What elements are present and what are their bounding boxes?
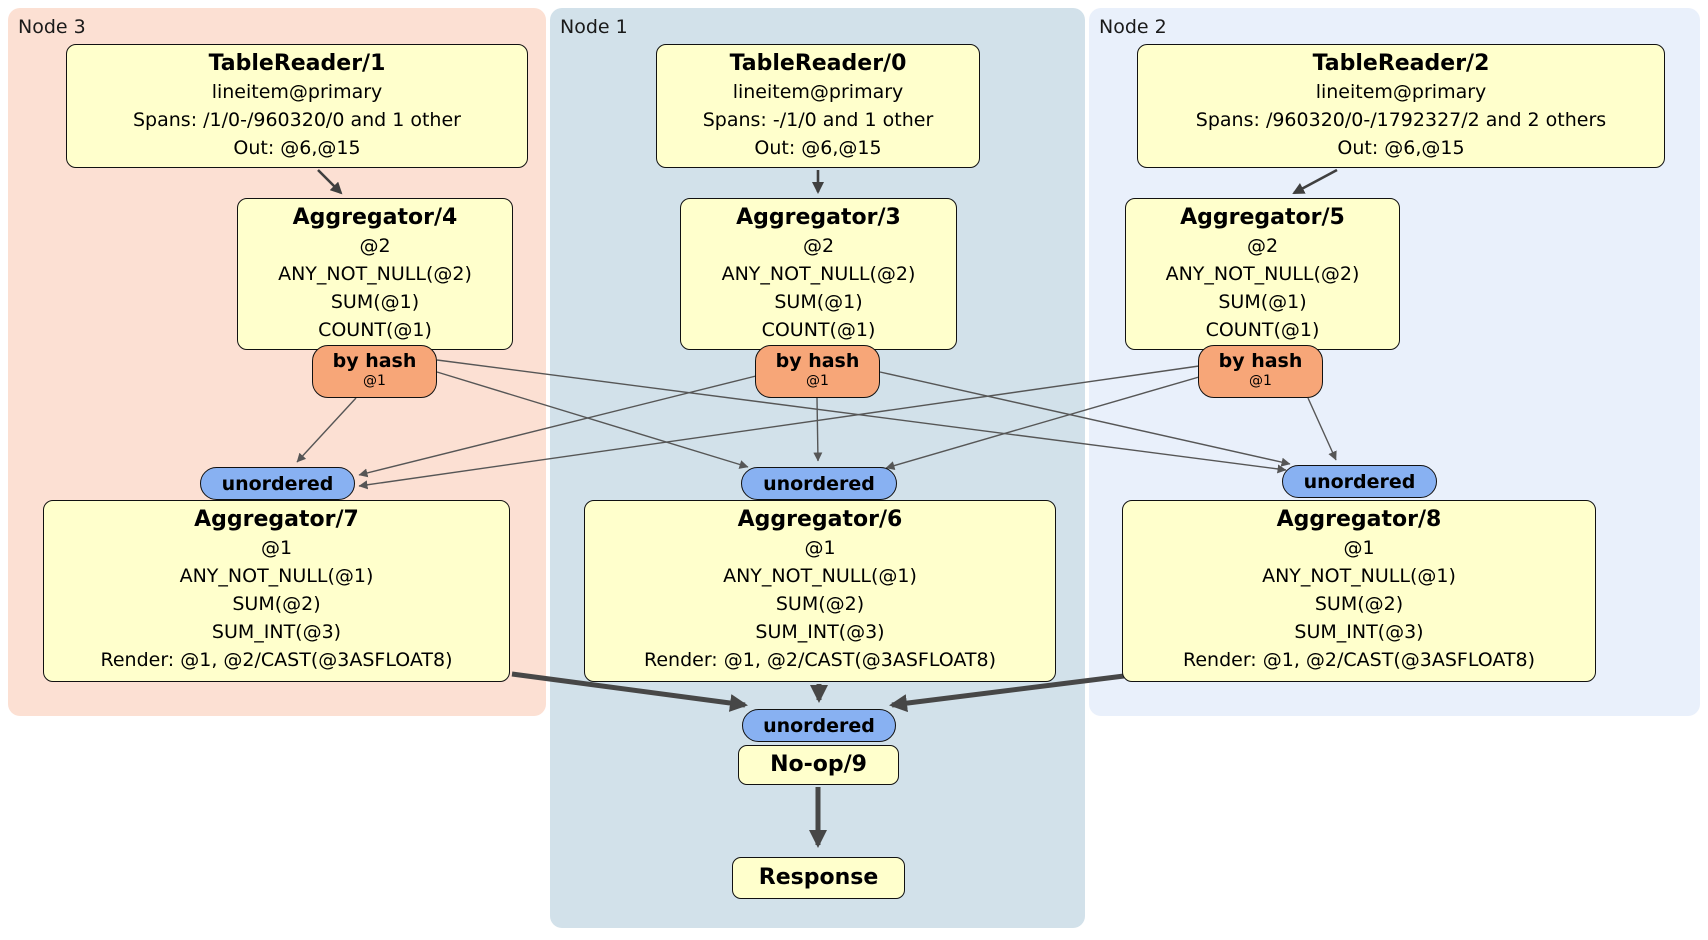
processor-detail: ANY_NOT_NULL(@1) bbox=[1262, 565, 1456, 587]
processor-detail: SUM(@2) bbox=[1314, 593, 1404, 615]
processor-title: No-op/9 bbox=[770, 752, 867, 777]
processor-title: Aggregator/7 bbox=[194, 507, 359, 532]
processor-title: TableReader/0 bbox=[729, 51, 907, 76]
router-detail: @1 bbox=[1249, 373, 1272, 389]
router-detail: @1 bbox=[363, 373, 386, 389]
processor-detail: @1 bbox=[260, 537, 293, 559]
processor-noop-9: No-op/9 bbox=[738, 745, 899, 785]
processor-detail: Render: @1, @2/CAST(@3ASFLOAT8) bbox=[644, 649, 996, 671]
processor-aggregator-5: Aggregator/5 @2 ANY_NOT_NULL(@2) SUM(@1)… bbox=[1125, 198, 1400, 350]
processor-detail: SUM_INT(@3) bbox=[1294, 621, 1424, 643]
processor-detail: @2 bbox=[359, 235, 391, 257]
sync-unordered-right: unordered bbox=[1282, 465, 1437, 498]
processor-detail: SUM(@1) bbox=[774, 291, 863, 313]
processor-detail: SUM(@2) bbox=[775, 593, 865, 615]
node-region-1-label: Node 1 bbox=[560, 16, 628, 38]
processor-tablereader-0: TableReader/0 lineitem@primary Spans: -/… bbox=[656, 44, 980, 168]
processor-tablereader-2: TableReader/2 lineitem@primary Spans: /9… bbox=[1137, 44, 1665, 168]
processor-detail: @1 bbox=[1343, 537, 1375, 559]
processor-detail: Spans: /1/0-/960320/0 and 1 other bbox=[133, 109, 461, 131]
processor-detail: Render: @1, @2/CAST(@3ASFLOAT8) bbox=[1183, 649, 1535, 671]
sync-unordered-final: unordered bbox=[742, 709, 896, 742]
processor-detail: Out: @6,@15 bbox=[233, 137, 361, 159]
processor-detail: Spans: /960320/0-/1792327/2 and 2 others bbox=[1195, 109, 1607, 131]
processor-title: Aggregator/4 bbox=[292, 205, 458, 230]
router-label: by hash bbox=[1218, 350, 1303, 372]
processor-aggregator-3: Aggregator/3 @2 ANY_NOT_NULL(@2) SUM(@1)… bbox=[680, 198, 957, 350]
processor-detail: SUM(@1) bbox=[1218, 291, 1307, 313]
processor-detail: ANY_NOT_NULL(@1) bbox=[723, 565, 917, 587]
router-by-hash-5: by hash @1 bbox=[1198, 345, 1323, 398]
processor-detail: Spans: -/1/0 and 1 other bbox=[702, 109, 934, 131]
processor-detail: lineitem@primary bbox=[211, 81, 383, 103]
processor-detail: @2 bbox=[1246, 235, 1279, 257]
processor-detail: Out: @6,@15 bbox=[754, 137, 882, 159]
processor-detail: @1 bbox=[804, 537, 836, 559]
processor-detail: ANY_NOT_NULL(@2) bbox=[721, 263, 916, 285]
processor-tablereader-1: TableReader/1 lineitem@primary Spans: /1… bbox=[66, 44, 528, 168]
processor-title: TableReader/2 bbox=[1312, 51, 1490, 76]
processor-title: Aggregator/6 bbox=[737, 507, 903, 532]
processor-detail: lineitem@primary bbox=[1315, 81, 1487, 103]
router-detail: @1 bbox=[806, 373, 829, 389]
processor-detail: SUM(@2) bbox=[232, 593, 321, 615]
processor-aggregator-4: Aggregator/4 @2 ANY_NOT_NULL(@2) SUM(@1)… bbox=[237, 198, 513, 350]
processor-aggregator-8: Aggregator/8 @1 ANY_NOT_NULL(@1) SUM(@2)… bbox=[1122, 500, 1596, 682]
processor-aggregator-7: Aggregator/7 @1 ANY_NOT_NULL(@1) SUM(@2)… bbox=[43, 500, 510, 682]
processor-detail: ANY_NOT_NULL(@2) bbox=[278, 263, 472, 285]
processor-title: Aggregator/5 bbox=[1180, 205, 1345, 230]
processor-detail: @2 bbox=[802, 235, 835, 257]
router-label: by hash bbox=[332, 350, 417, 372]
node-region-3-label: Node 3 bbox=[18, 16, 86, 38]
sync-unordered-left: unordered bbox=[200, 467, 355, 500]
processor-detail: Render: @1, @2/CAST(@3ASFLOAT8) bbox=[100, 649, 453, 671]
processor-title: TableReader/1 bbox=[208, 51, 386, 76]
processor-detail: COUNT(@1) bbox=[761, 319, 876, 341]
processor-detail: SUM_INT(@3) bbox=[211, 621, 342, 643]
processor-detail: Out: @6,@15 bbox=[1337, 137, 1465, 159]
processor-title: Aggregator/8 bbox=[1276, 507, 1442, 532]
router-label: by hash bbox=[775, 350, 860, 372]
processor-detail: SUM_INT(@3) bbox=[755, 621, 885, 643]
processor-title: Response bbox=[758, 865, 879, 890]
processor-detail: lineitem@primary bbox=[732, 81, 904, 103]
router-by-hash-4: by hash @1 bbox=[312, 345, 437, 398]
router-by-hash-3: by hash @1 bbox=[755, 345, 880, 398]
processor-detail: COUNT(@1) bbox=[1205, 319, 1320, 341]
processor-aggregator-6: Aggregator/6 @1 ANY_NOT_NULL(@1) SUM(@2)… bbox=[584, 500, 1056, 682]
processor-response: Response bbox=[732, 857, 905, 899]
processor-detail: SUM(@1) bbox=[330, 291, 420, 313]
processor-detail: COUNT(@1) bbox=[318, 319, 432, 341]
processor-detail: ANY_NOT_NULL(@1) bbox=[179, 565, 374, 587]
processor-detail: ANY_NOT_NULL(@2) bbox=[1165, 263, 1360, 285]
node-region-2-label: Node 2 bbox=[1099, 16, 1167, 38]
processor-title: Aggregator/3 bbox=[736, 205, 901, 230]
sync-unordered-middle: unordered bbox=[741, 467, 897, 500]
